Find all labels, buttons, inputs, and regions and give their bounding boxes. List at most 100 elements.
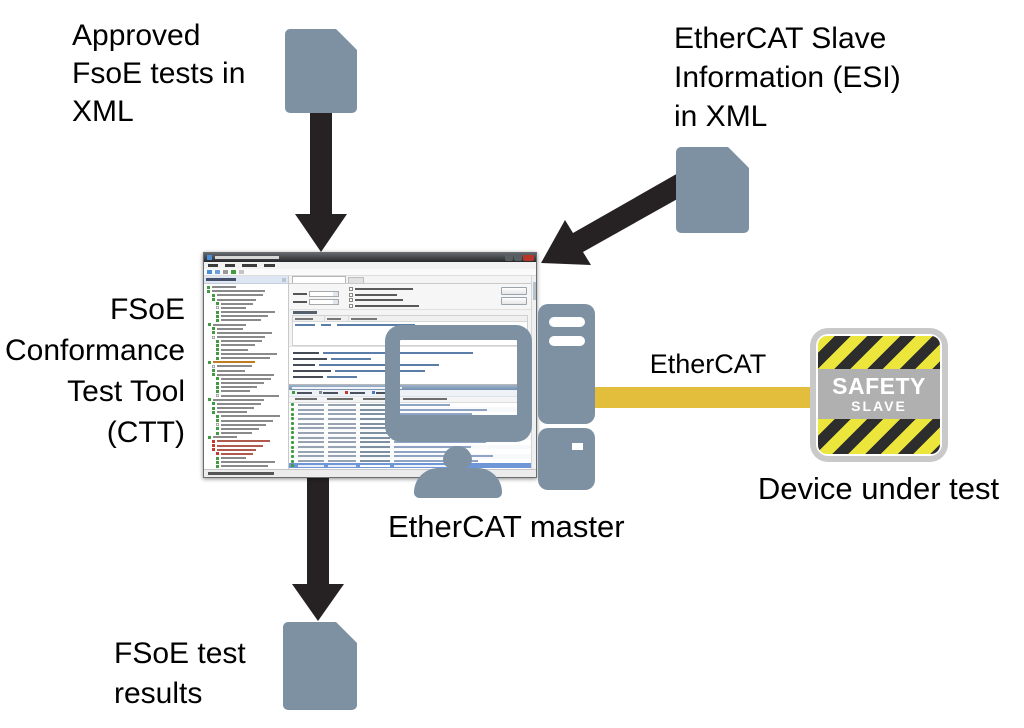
tree-item-icon	[208, 435, 211, 439]
tree-item-text	[217, 369, 245, 372]
tree-item-icon	[207, 285, 210, 289]
log-row	[289, 412, 531, 417]
tree-item-icon	[212, 364, 215, 368]
tree-item-icon	[216, 377, 219, 381]
checkbox-row	[349, 292, 419, 298]
tower-slot-icon	[549, 317, 585, 327]
ethercat-master-label: EtherCAT master	[371, 505, 695, 549]
ctt-statusbar	[204, 469, 536, 477]
settings-dropdown-row	[293, 290, 339, 298]
tree-item-icon	[216, 348, 219, 352]
safety-slave-device-icon: SAFETY SLAVE	[810, 328, 948, 462]
tree-item-text	[217, 365, 252, 368]
arrow-ctt-to-results-icon	[292, 478, 344, 621]
description-row	[293, 374, 531, 380]
settings-checkboxes	[349, 286, 419, 309]
tree-item-text	[221, 306, 246, 309]
tree-item-icon	[216, 381, 219, 385]
tree-item-text	[221, 352, 277, 355]
tree-item-text	[221, 348, 248, 351]
log-row	[289, 407, 531, 412]
tree-item-text	[213, 436, 237, 439]
minimize-icon	[505, 254, 513, 261]
tree-item-text	[221, 377, 271, 380]
legend-dot-icon	[371, 391, 375, 395]
tree-item-icon	[216, 414, 219, 418]
esi-line: in XML	[674, 100, 768, 133]
tree-row	[204, 435, 288, 439]
tree-item-text	[217, 327, 243, 330]
tree-row	[204, 381, 288, 385]
legend-chip	[371, 391, 391, 395]
tree-row	[204, 448, 288, 452]
tab-active	[292, 276, 346, 283]
description-row	[293, 356, 531, 362]
log-status-icon	[291, 426, 294, 430]
tree-item-icon	[216, 431, 219, 435]
legend-dot-icon	[292, 391, 295, 395]
ctt-line: FSoE	[109, 293, 185, 326]
tree-item-text	[217, 444, 263, 447]
tree-item-icon	[212, 402, 215, 406]
tree-item-icon	[216, 318, 219, 322]
tree-item-text	[217, 402, 261, 405]
menu-item	[242, 264, 257, 267]
tree-item-text	[221, 423, 266, 426]
tree-item-text	[221, 344, 255, 347]
person-icon	[443, 446, 472, 468]
log-status-icon	[291, 454, 294, 458]
tree-row	[204, 285, 288, 289]
tree-item-icon	[216, 352, 219, 356]
tree-item-text	[221, 386, 257, 389]
tree-item-icon	[212, 327, 215, 331]
tree-row	[204, 464, 288, 468]
log-legend	[289, 390, 531, 397]
tree-row	[204, 314, 288, 318]
toolbar-icon	[239, 269, 244, 275]
tree-row	[204, 427, 288, 431]
device-under-test-label: Device under test	[743, 466, 1014, 512]
tree-item-icon	[208, 323, 211, 327]
tree-row	[204, 452, 288, 456]
tree-row	[204, 364, 288, 368]
log-status-icon	[291, 431, 294, 435]
tree-row	[204, 398, 288, 402]
tree-row	[204, 356, 288, 360]
tree-item-text	[221, 319, 261, 322]
tree-item-icon	[216, 394, 219, 398]
tree-item-text	[221, 382, 264, 385]
window-controls	[505, 254, 534, 261]
ctt-titlebar	[204, 253, 536, 262]
tree-item-text	[217, 448, 256, 451]
tower-drive-icon	[572, 443, 583, 450]
tree-item-text	[213, 361, 255, 364]
ctt-toolbar	[204, 269, 536, 276]
tree-item-icon	[212, 369, 215, 373]
tree-item-icon	[216, 423, 219, 427]
tree-row	[204, 323, 288, 327]
ctt-settings-group	[289, 284, 531, 310]
tree-item-text	[213, 323, 246, 326]
tree-item-icon	[216, 314, 219, 318]
tree-row	[204, 385, 288, 389]
tree-row	[204, 310, 288, 314]
tree-item-text	[221, 457, 246, 460]
dropdown	[309, 298, 339, 305]
checkbox-row	[349, 298, 419, 304]
window-title-text	[215, 256, 279, 259]
tree-item-icon	[216, 464, 219, 468]
tree-item-icon	[208, 398, 211, 402]
legend-dot-icon	[345, 391, 348, 395]
ethercat-bus-label: EtherCAT	[649, 349, 767, 379]
tree-row	[204, 410, 288, 414]
tree-item-icon	[212, 331, 215, 335]
checkbox-row	[349, 286, 419, 292]
hazard-stripes-icon	[818, 336, 940, 369]
log-status-icon	[291, 450, 294, 454]
tree-item-text	[212, 290, 265, 293]
tree-item-icon	[216, 460, 219, 464]
tree-row	[204, 348, 288, 352]
tree-item-icon	[212, 298, 215, 302]
toolbar-icon	[231, 269, 236, 275]
